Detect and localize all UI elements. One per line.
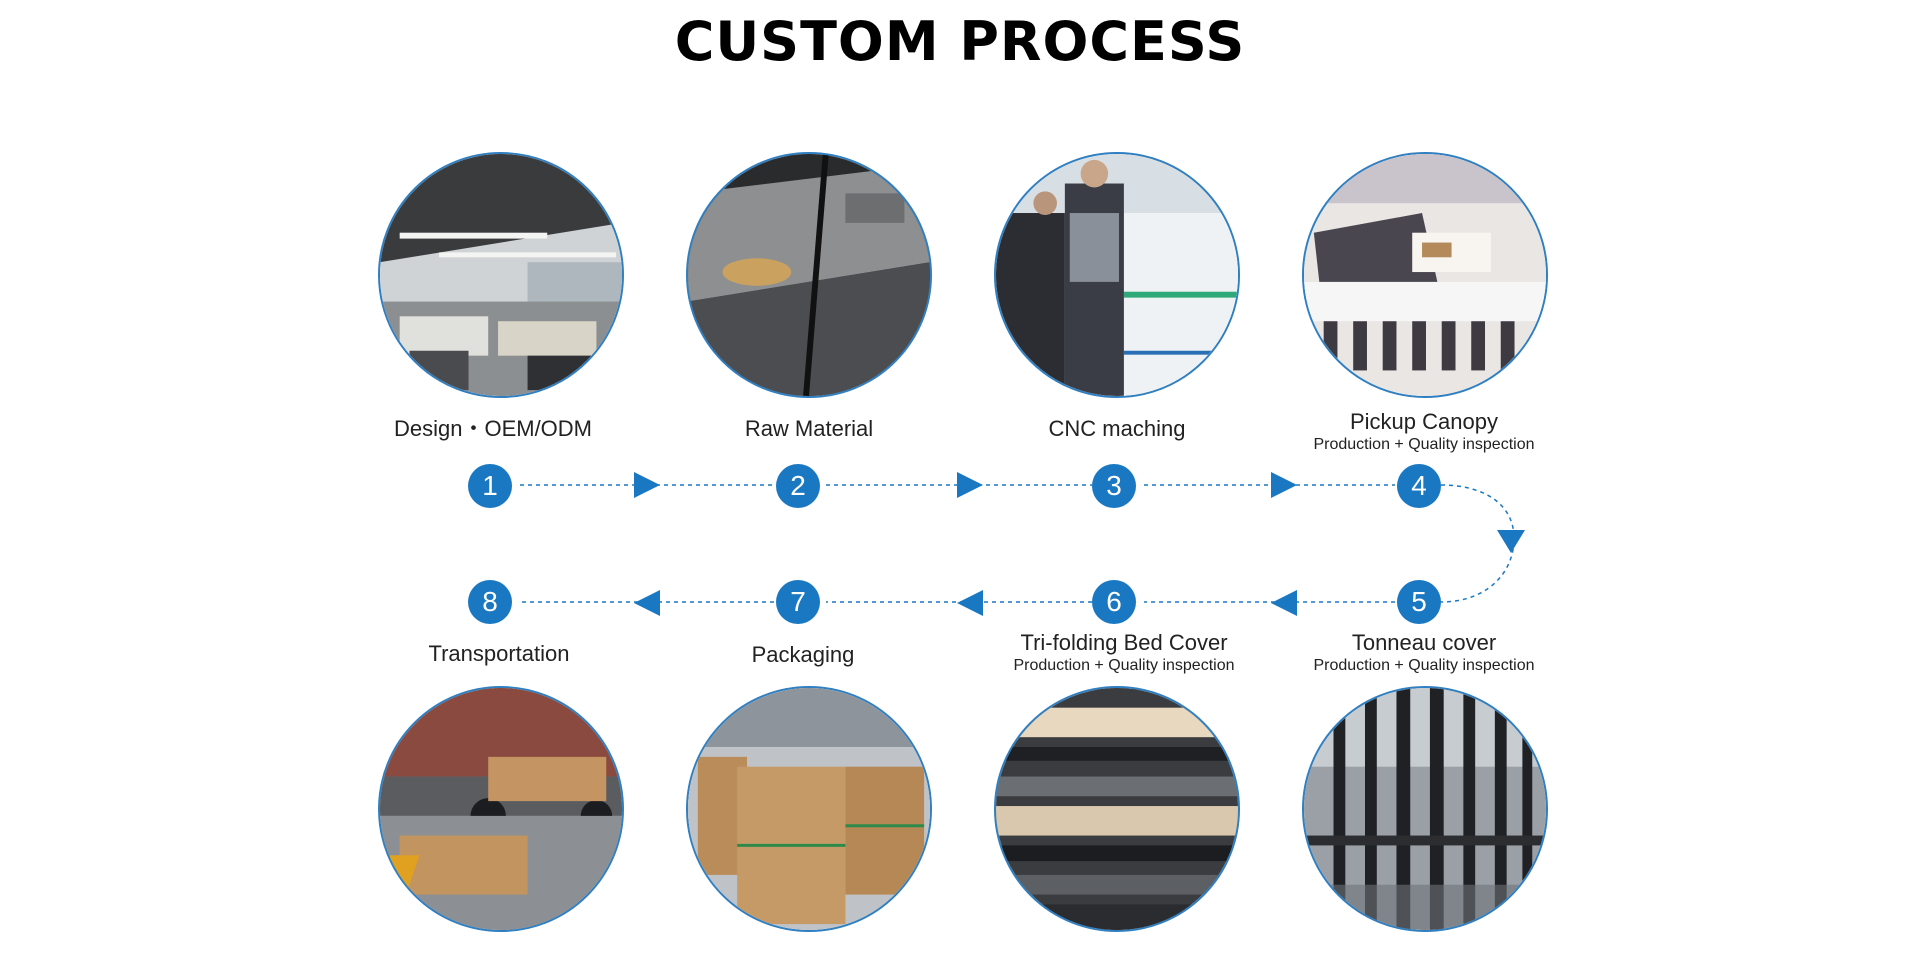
- step-subtitle: Production + Quality inspection: [1013, 657, 1235, 674]
- step-badge-1: 1: [468, 464, 512, 508]
- step-badge-3: 3: [1092, 464, 1136, 508]
- bed-cover-photo: [994, 686, 1240, 932]
- step-badge-4: 4: [1397, 464, 1441, 508]
- step-label-1: Design・OEM/ODM: [343, 416, 643, 442]
- step-label-5: Tonneau cover Production + Quality inspe…: [1274, 630, 1574, 676]
- step-title: CNC maching: [1048, 416, 1186, 441]
- arrow-left-icon: [957, 590, 983, 616]
- arrow-left-icon: [1271, 590, 1297, 616]
- metal-sheet-photo: [686, 152, 932, 398]
- arrow-down-icon: [1497, 530, 1525, 553]
- step-label-7: Packaging: [653, 642, 953, 668]
- step-badge-2: 2: [776, 464, 820, 508]
- office-photo: [378, 152, 624, 398]
- step-title: Raw Material: [744, 416, 874, 441]
- cnc-machine-photo: [994, 152, 1240, 398]
- step-title: Tri-folding Bed Cover: [1020, 630, 1228, 655]
- step-label-2: Raw Material: [659, 416, 959, 442]
- arrow-right-icon: [1271, 472, 1297, 498]
- canopy-production-photo: [1302, 152, 1548, 398]
- truck-loading-photo: [378, 686, 624, 932]
- step-subtitle: Production + Quality inspection: [1313, 657, 1535, 674]
- step-label-6: Tri-folding Bed Cover Production + Quali…: [974, 630, 1274, 676]
- step-title: Transportation: [428, 641, 570, 666]
- step-title: Design・OEM/ODM: [393, 416, 593, 441]
- step-badge-5: 5: [1397, 580, 1441, 624]
- step-label-4: Pickup Canopy Production + Quality inspe…: [1274, 409, 1574, 455]
- packaging-boxes-photo: [686, 686, 932, 932]
- arrow-left-icon: [634, 590, 660, 616]
- step-title: Tonneau cover: [1351, 630, 1497, 655]
- arrow-right-icon: [634, 472, 660, 498]
- arrow-right-icon: [957, 472, 983, 498]
- step-title: Packaging: [751, 642, 855, 667]
- step-title: Pickup Canopy: [1350, 409, 1498, 434]
- step-label-8: Transportation: [349, 641, 649, 667]
- tonneau-rails-photo: [1302, 686, 1548, 932]
- step-badge-7: 7: [776, 580, 820, 624]
- step-badge-6: 6: [1092, 580, 1136, 624]
- step-label-3: CNC maching: [967, 416, 1267, 442]
- connector-4-5: [1440, 484, 1515, 603]
- page-title: CUSTOM PROCESS: [674, 10, 1246, 73]
- step-subtitle: Production + Quality inspection: [1313, 436, 1535, 453]
- step-badge-8: 8: [468, 580, 512, 624]
